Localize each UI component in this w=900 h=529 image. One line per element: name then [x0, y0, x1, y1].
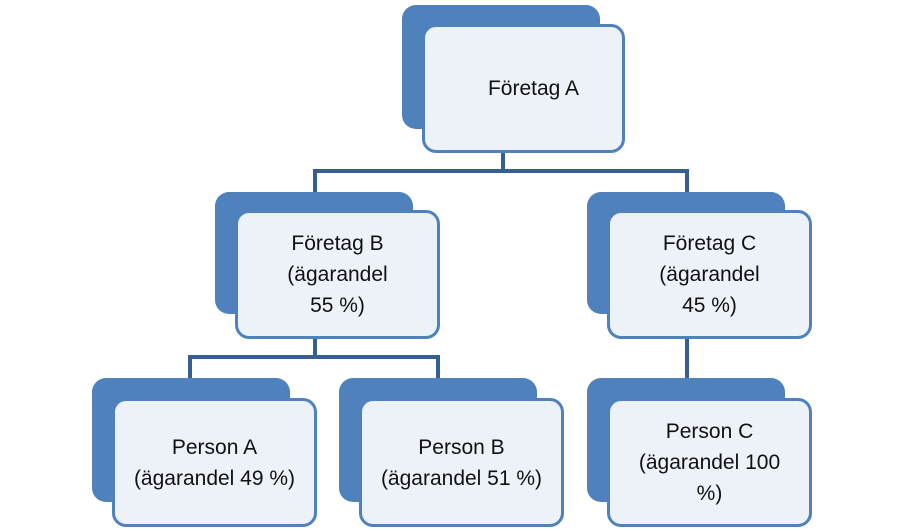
- node-label-person-c-line2: (ägarandel 100: [638, 451, 781, 474]
- connector-a-bc: [313, 150, 689, 194]
- node-box-foretag-b: Företag B (ägarandel 55 %): [235, 210, 440, 339]
- node-box-foretag-a: Företag A: [422, 24, 625, 153]
- node-label-foretag-b-line1: Företag B: [291, 232, 384, 255]
- node-label-foretag-c-line2: (ägarandel: [659, 263, 760, 286]
- node-label-person-a-line1: Person A: [171, 435, 258, 459]
- node-label-person-b-line2: (ägarandel 51 %): [380, 466, 543, 490]
- node-label-foretag-c-line1: Företag C: [662, 232, 757, 255]
- node-label-foretag-c-line3: 45 %): [682, 294, 737, 317]
- node-label-foretag-a: Företag A: [487, 77, 580, 100]
- node-label-person-b-line1: Person B: [418, 435, 505, 459]
- node-label-foretag-b-line3: 55 %): [310, 294, 365, 317]
- node-label-person-c-line3: %): [696, 482, 723, 505]
- node-box-person-a: Person A (ägarandel 49 %): [112, 398, 317, 527]
- node-box-foretag-c: Företag C (ägarandel 45 %): [607, 210, 812, 339]
- node-box-person-b: Person B (ägarandel 51 %): [359, 398, 564, 527]
- connector-b-persons: [188, 336, 440, 380]
- node-label-person-c-line1: Person C: [665, 420, 754, 443]
- node-label-foretag-b-line2: (ägarandel: [287, 263, 388, 286]
- node-box-person-c: Person C (ägarandel 100 %): [607, 398, 812, 527]
- node-label-person-a-line2: (ägarandel 49 %): [133, 466, 296, 490]
